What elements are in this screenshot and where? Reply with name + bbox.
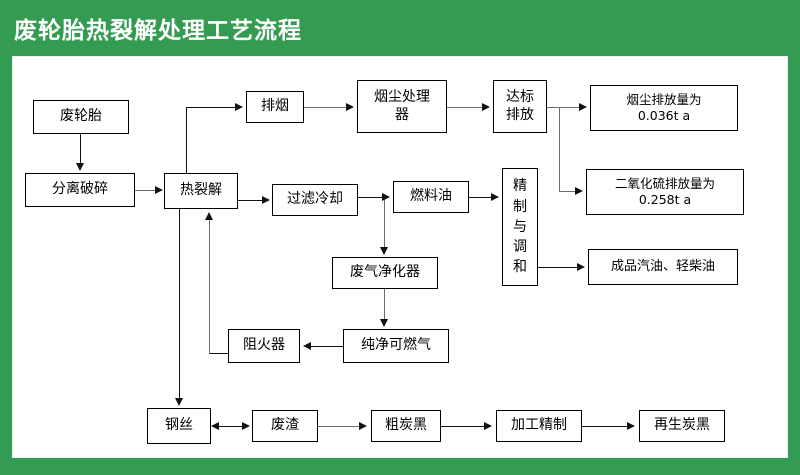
edge-flame-arrester-left: [209, 353, 230, 355]
arrowhead-recycled-carbon: [627, 422, 635, 430]
diagram-canvas: 废轮胎 分离破碎 热裂解 排烟 烟尘处理 器 达标 排放 烟尘排放量为 0.03…: [12, 56, 788, 458]
edge-pyrolysis-to-filter-cool: [238, 200, 263, 202]
edge-pyrolysis-up: [186, 107, 188, 173]
edge-steel-wire-waste-slag: [219, 426, 245, 428]
arrowhead-standard-emit: [482, 103, 490, 111]
node-finished-oil[interactable]: 成品汽油、轻柴油: [588, 249, 738, 285]
arrowhead-filter-cool: [262, 196, 270, 204]
node-filter-cool[interactable]: 过滤冷却: [272, 184, 358, 216]
arrowhead-steel-wire: [175, 398, 183, 406]
node-crude-carbon[interactable]: 粗炭黑: [371, 410, 441, 442]
edge-filter-cool-to-gas-purifier: [384, 197, 386, 249]
node-dust-processor[interactable]: 烟尘处理 器: [357, 80, 447, 133]
arrowhead-fuel-oil: [382, 193, 390, 201]
arrowhead-refine-blend: [491, 193, 499, 201]
arrowhead-gas-purifier: [380, 247, 388, 255]
arrowhead-dust-emission: [579, 103, 587, 111]
edge-flame-arrester-up: [209, 220, 211, 354]
node-fuel-oil[interactable]: 燃料油: [393, 181, 469, 213]
arrowhead-process-refine: [484, 422, 492, 430]
arrowhead-clean-gas: [380, 319, 388, 327]
node-waste-tire[interactable]: 废轮胎: [33, 100, 129, 134]
node-dust-emission[interactable]: 烟尘排放量为 0.036t a: [590, 85, 738, 131]
edge-filter-cool-to-fuel-oil: [358, 197, 383, 199]
edge-standard-emit-to-dust-emission: [547, 107, 580, 109]
node-separate-crush[interactable]: 分离破碎: [25, 173, 135, 207]
title-bar: 废轮胎热裂解处理工艺流程: [0, 0, 800, 56]
arrowhead-waste-slag-left: [242, 422, 250, 430]
node-pyrolysis[interactable]: 热裂解: [164, 173, 238, 209]
node-recycled-carbon[interactable]: 再生炭黑: [639, 410, 725, 442]
arrowhead-separate-crush: [76, 163, 84, 171]
arrowhead-so2-emission: [575, 187, 583, 195]
edge-separate-crush-to-pyrolysis: [135, 190, 156, 192]
node-flame-arrester[interactable]: 阻火器: [228, 329, 300, 363]
edge-dust-processor-to-standard-emit: [447, 107, 483, 109]
node-process-refine[interactable]: 加工精制: [496, 410, 582, 442]
edge-waste-slag-to-crude-carbon: [318, 426, 360, 428]
arrowhead-crude-carbon: [359, 422, 367, 430]
edge-process-refine-to-recycled-carbon: [582, 426, 628, 428]
arrowhead-exhaust-smoke: [235, 103, 243, 111]
edge-fuel-oil-to-refine-blend: [469, 197, 492, 199]
page-title: 废轮胎热裂解处理工艺流程: [14, 18, 302, 44]
edge-gas-purifier-to-clean-gas: [384, 289, 386, 321]
edge-exhaust-smoke-to-dust-processor: [304, 107, 347, 109]
edge-clean-gas-to-flame-arrester: [311, 346, 343, 348]
node-steel-wire[interactable]: 钢丝: [147, 408, 211, 444]
node-gas-purifier[interactable]: 废气净化器: [332, 257, 438, 289]
arrowhead-pyrolysis-left: [155, 186, 163, 194]
arrowhead-pyrolysis-bottom: [205, 212, 213, 220]
node-exhaust-smoke[interactable]: 排烟: [246, 91, 304, 123]
node-clean-gas[interactable]: 纯净可燃气: [343, 329, 449, 363]
node-standard-emit[interactable]: 达标 排放: [493, 80, 547, 133]
edge-pyrolysis-to-steel-wire: [179, 209, 181, 400]
edge-standard-emit-down-stem: [559, 107, 561, 192]
arrowhead-dust-processor: [346, 103, 354, 111]
edge-crude-carbon-to-process-refine: [441, 426, 485, 428]
node-so2-emission[interactable]: 二氧化硫排放量为 0.258t a: [586, 169, 744, 215]
arrowhead-finished-oil: [577, 263, 585, 271]
node-waste-slag[interactable]: 废渣: [252, 410, 318, 442]
node-refine-blend[interactable]: 精 制 与 调 和: [502, 168, 538, 286]
arrowhead-steel-wire-right: [211, 422, 219, 430]
edge-waste-tire-to-separate-crush: [80, 134, 82, 165]
arrowhead-flame-arrester: [303, 342, 311, 350]
edge-stem-to-so2-emission: [559, 191, 576, 193]
edge-refine-blend-to-finished-oil: [538, 267, 578, 269]
edge-pyrolysis-to-exhaust-smoke: [186, 107, 236, 109]
